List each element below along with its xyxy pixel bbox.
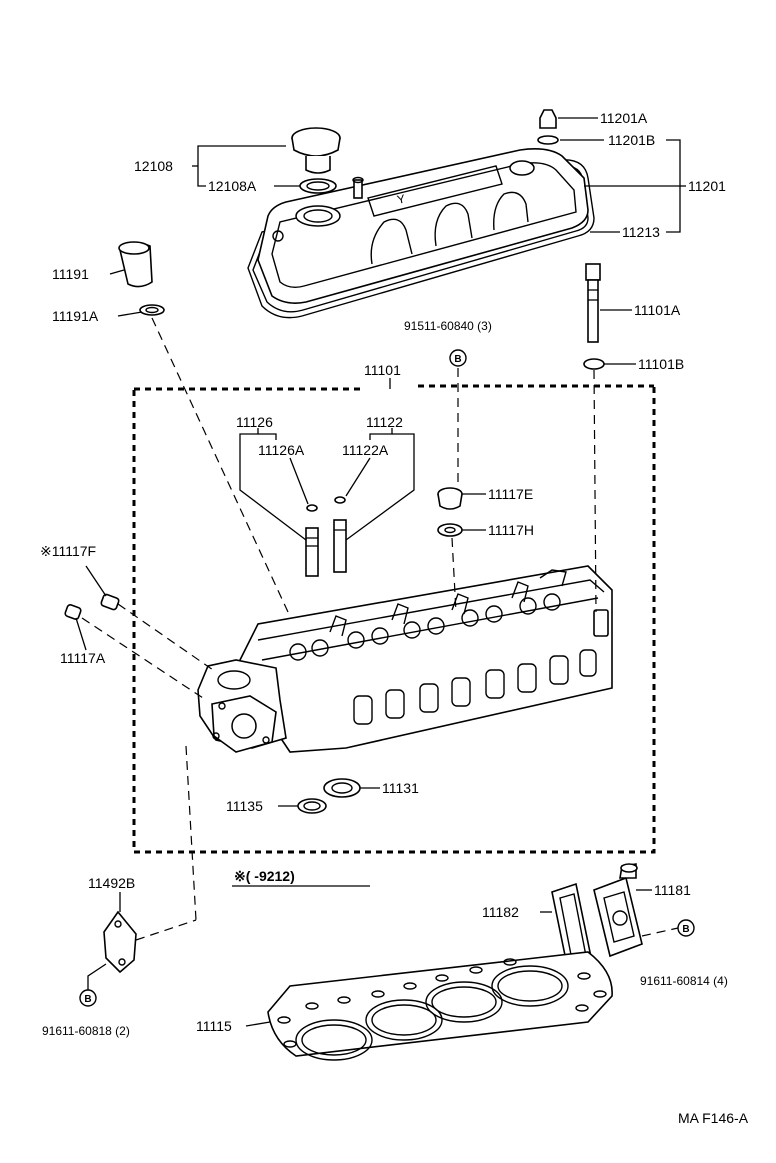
cylinder-head-drawing	[197, 565, 613, 753]
stud-bolt-drawing	[583, 263, 605, 370]
plugs-11117-drawing	[64, 593, 120, 620]
label-11191a: 11191A	[52, 308, 99, 324]
label-91511-60840: 91511-60840 (3)	[404, 319, 492, 333]
label-11122a: 11122A	[342, 442, 389, 458]
grommet-drawing	[118, 241, 165, 316]
cover-plate-drawing	[103, 910, 137, 974]
label-11201a: 11201A	[600, 110, 648, 126]
label-11181: 11181	[654, 882, 691, 898]
label-note: ※( -9212)	[234, 868, 295, 884]
label-11131: 11131	[382, 780, 419, 796]
part-labels: 11201A 11201B 11201 11213 12108 12108A 1…	[40, 110, 749, 1126]
label-11122: 11122	[366, 414, 403, 430]
label-11492b: 11492B	[88, 875, 135, 891]
plug-11117e-drawing	[437, 487, 463, 537]
cap-nut-drawing	[537, 109, 559, 145]
label-11101b: 11101B	[638, 356, 684, 372]
label-11191: 11191	[52, 266, 89, 282]
label-11182: 11182	[482, 904, 519, 920]
leader-lines	[75, 117, 686, 1027]
bolt-marker-left: B	[79, 989, 97, 1007]
bolt-marker-right: B	[677, 919, 695, 937]
label-11213: 11213	[622, 224, 660, 240]
label-11117e: 11117E	[488, 486, 533, 502]
diagram-code: MA F146-A	[678, 1110, 749, 1126]
water-outlet-drawing	[551, 863, 643, 972]
bolt-marker-top: B	[449, 349, 467, 367]
label-11117f: ※11117F	[40, 543, 96, 559]
label-11117h: 11117H	[488, 522, 534, 538]
head-gasket-drawing	[267, 951, 613, 1061]
label-11101: 11101	[364, 362, 401, 378]
label-11101a: 11101A	[634, 302, 681, 318]
bolt-marker-top-label: B	[454, 354, 461, 365]
label-11117a: 11117A	[60, 650, 106, 666]
svg-text:Y: Y	[396, 192, 407, 207]
label-91611-60818: 91611-60818 (2)	[42, 1024, 130, 1038]
label-11201b: 11201B	[608, 132, 655, 148]
label-12108: 12108	[134, 158, 173, 174]
cylinder-head-group-frame	[132, 386, 656, 854]
valve-cover-drawing: Y	[247, 148, 595, 319]
seals-drawing	[297, 778, 361, 814]
bolt-marker-right-label: B	[682, 924, 689, 935]
label-11201: 11201	[688, 178, 726, 194]
label-11126a: 11126A	[258, 442, 305, 458]
oil-filler-cap-drawing	[291, 127, 341, 194]
label-12108a: 12108A	[208, 178, 257, 194]
label-11115: 11115	[196, 1018, 232, 1034]
label-11135: 11135	[226, 798, 263, 814]
valve-guides-drawing	[305, 496, 347, 577]
bolt-marker-left-label: B	[84, 994, 91, 1005]
label-91611-60814: 91611-60814 (4)	[640, 974, 728, 988]
label-11126: 11126	[236, 414, 273, 430]
assembly-dash-lines	[81, 317, 679, 941]
